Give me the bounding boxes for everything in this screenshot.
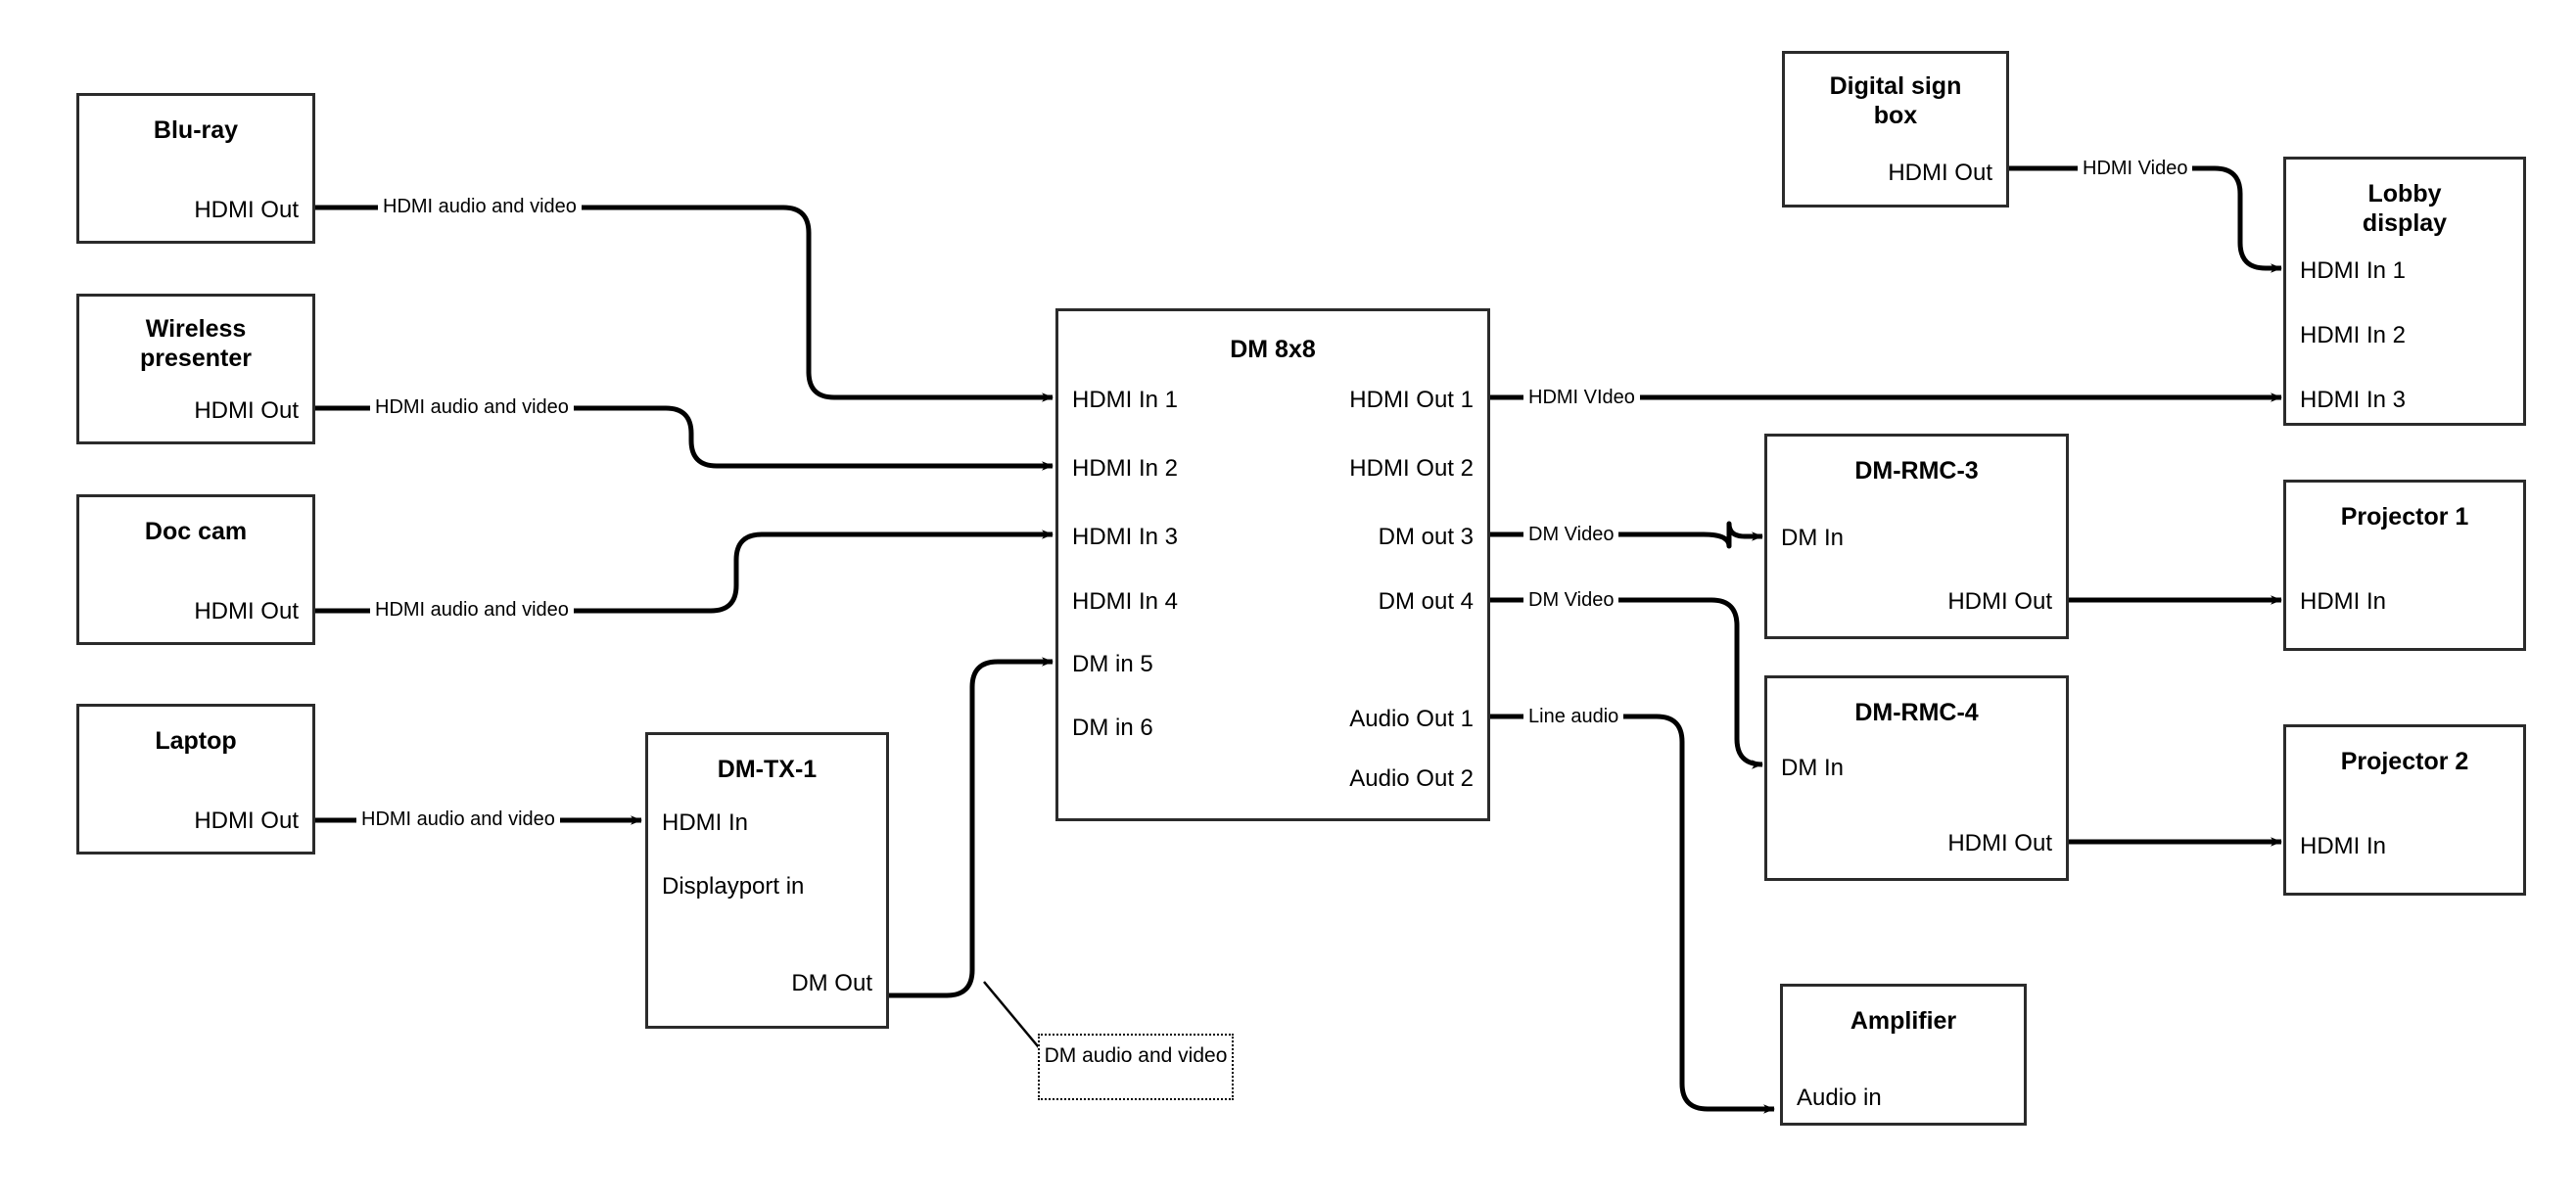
wire-label-audio-out-1-to-amplifier: Line audio: [1523, 706, 1624, 727]
node-projector-1[interactable]: Projector 1 HDMI In: [2283, 480, 2526, 651]
node-laptop[interactable]: Laptop HDMI Out: [76, 704, 315, 855]
node-dm-rmc-3[interactable]: DM-RMC-3 DM In HDMI Out: [1764, 434, 2069, 639]
wire-dm-out-4-to-dmrmc4: [1490, 597, 1763, 769]
node-dm-8x8-output-hdmi-out-1: HDMI Out 1: [1349, 387, 1474, 413]
node-wireless-presenter-title-line1: Wireless: [145, 315, 247, 343]
node-lobby-display-input-hdmi-in-2: HDMI In 2: [2300, 322, 2407, 348]
wire-label-dm-out-3-to-dmrmc3: DM Video: [1523, 524, 1619, 545]
wire-label-laptop-to-dmtx1: HDMI audio and video: [356, 808, 560, 830]
node-laptop-port-hdmi-out: HDMI Out: [194, 808, 299, 834]
wire-dmtx1-to-dm-in-5: [889, 657, 1054, 998]
wire-label-dm-out-4-to-dmrmc4: DM Video: [1523, 589, 1619, 611]
node-lobby-display-input-hdmi-in-3: HDMI In 3: [2300, 387, 2407, 413]
node-bluray-title: Blu-ray: [153, 116, 239, 144]
node-dm-8x8-output-dm-out-3: DM out 3: [1378, 524, 1474, 550]
node-dm-8x8-input-hdmi-in-4: HDMI In 4: [1072, 588, 1179, 615]
node-dm-8x8[interactable]: DM 8x8 HDMI In 1 HDMI In 2 HDMI In 3 HDM…: [1055, 308, 1490, 821]
node-projector-2-port-hdmi-in: HDMI In: [2300, 833, 2387, 859]
node-lobby-display-title-line2: display: [2362, 209, 2448, 237]
node-wireless-presenter-title-line2: presenter: [140, 345, 252, 372]
node-dm-rmc-3-title: DM-RMC-3: [1854, 457, 1979, 485]
node-dm-8x8-output-hdmi-out-2: HDMI Out 2: [1349, 455, 1474, 482]
node-projector-1-port-hdmi-in: HDMI In: [2300, 588, 2387, 615]
node-amplifier[interactable]: Amplifier Audio in: [1780, 984, 2027, 1126]
node-dm-8x8-input-hdmi-in-1: HDMI In 1: [1072, 387, 1179, 413]
node-lobby-display[interactable]: Lobby display HDMI In 1 HDMI In 2 HDMI I…: [2283, 157, 2526, 426]
node-laptop-title: Laptop: [155, 727, 237, 755]
callout-leader-line: [983, 981, 1044, 1053]
node-lobby-display-title-line1: Lobby: [2367, 180, 2442, 208]
node-doc-cam[interactable]: Doc cam HDMI Out: [76, 494, 315, 645]
node-projector-1-title: Projector 1: [2340, 503, 2469, 531]
wire-label-wireless-to-hdmi-in-2: HDMI audio and video: [370, 396, 574, 418]
node-projector-2[interactable]: Projector 2 HDMI In: [2283, 724, 2526, 896]
node-dm-8x8-output-dm-out-4: DM out 4: [1378, 588, 1474, 615]
node-dm-rmc-3-port-dm-in: DM In: [1781, 525, 1845, 551]
node-dm-rmc-4-port-hdmi-out: HDMI Out: [1947, 830, 2052, 856]
node-dm-8x8-title: DM 8x8: [1230, 336, 1316, 363]
node-lobby-display-input-hdmi-in-1: HDMI In 1: [2300, 257, 2407, 284]
node-dm-8x8-input-hdmi-in-3: HDMI In 3: [1072, 524, 1179, 550]
node-dm-8x8-input-dm-in-6: DM in 6: [1072, 715, 1153, 741]
node-projector-2-title: Projector 2: [2340, 748, 2469, 775]
node-dm-8x8-input-dm-in-5: DM in 5: [1072, 651, 1153, 677]
wire-label-doccam-to-hdmi-in-3: HDMI audio and video: [370, 599, 574, 621]
node-digital-sign-box-title-line1: Digital sign: [1829, 72, 1962, 100]
node-dm-rmc-4-port-dm-in: DM In: [1781, 755, 1845, 781]
node-dm-rmc-4-title: DM-RMC-4: [1854, 699, 1979, 726]
node-dm-tx-1[interactable]: DM-TX-1 HDMI In Displayport in DM Out: [645, 732, 889, 1029]
wire-digitalsign-to-lobby-hdmi-in-1: [2009, 165, 2282, 273]
node-bluray[interactable]: Blu-ray HDMI Out: [76, 93, 315, 244]
node-dm-tx-1-port-hdmi-in: HDMI In: [662, 809, 749, 836]
node-bluray-port-hdmi-out: HDMI Out: [194, 197, 299, 223]
node-digital-sign-box-port-hdmi-out: HDMI Out: [1888, 160, 1992, 186]
node-wireless-presenter[interactable]: Wireless presenter HDMI Out: [76, 294, 315, 444]
wire-audio-out-1-to-amplifier: [1490, 714, 1775, 1114]
node-dm-tx-1-port-dm-out: DM Out: [791, 970, 872, 996]
node-dm-8x8-output-audio-out-1: Audio Out 1: [1349, 706, 1474, 732]
wire-label-hdmi-out-1-to-lobby: HDMI VIdeo: [1523, 387, 1640, 408]
node-dm-8x8-output-audio-out-2: Audio Out 2: [1349, 765, 1474, 792]
node-wireless-presenter-port-hdmi-out: HDMI Out: [194, 397, 299, 424]
node-dm-rmc-3-port-hdmi-out: HDMI Out: [1947, 588, 2052, 615]
node-digital-sign-box-title-line2: box: [1873, 102, 1918, 129]
node-dm-rmc-4[interactable]: DM-RMC-4 DM In HDMI Out: [1764, 675, 2069, 881]
node-digital-sign-box[interactable]: Digital sign box HDMI Out: [1782, 51, 2009, 208]
node-dm-8x8-input-hdmi-in-2: HDMI In 2: [1072, 455, 1179, 482]
node-doc-cam-title: Doc cam: [144, 518, 248, 545]
node-amplifier-title: Amplifier: [1850, 1007, 1957, 1035]
node-dm-tx-1-title: DM-TX-1: [717, 756, 818, 783]
node-amplifier-port-audio-in: Audio in: [1797, 1085, 1882, 1111]
wire-label-bluray-to-hdmi-in-1: HDMI audio and video: [378, 196, 582, 217]
wire-label-digitalsign-to-lobby: HDMI Video: [2078, 158, 2193, 179]
wire-bluray-to-hdmi-in-1: [315, 205, 1054, 402]
callout-dm-audio-and-video: DM audio and video: [1038, 1034, 1234, 1100]
node-dm-tx-1-port-displayport-in: Displayport in: [662, 873, 805, 900]
node-doc-cam-port-hdmi-out: HDMI Out: [194, 598, 299, 624]
